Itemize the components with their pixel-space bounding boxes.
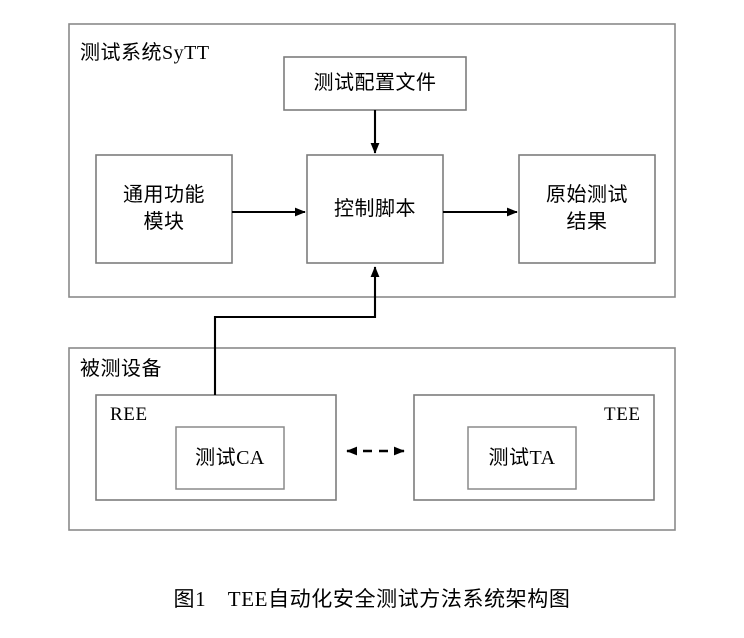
label-ree: REE: [110, 404, 148, 425]
figure-caption: 图1 TEE自动化安全测试方法系统架构图: [173, 587, 571, 611]
container-label-device-under-test: 被测设备: [80, 358, 162, 380]
label-tee: TEE: [604, 404, 641, 425]
node-raw-test-result[interactable]: [518, 154, 656, 264]
container-device-under-test: [68, 347, 676, 531]
container-label-test-system: 测试系统SyTT: [80, 42, 210, 64]
node-test-ta[interactable]: [467, 426, 577, 490]
node-test-config-file[interactable]: [283, 56, 467, 111]
node-general-function-module[interactable]: [95, 154, 233, 264]
connection-ree-to-control: [213, 266, 380, 395]
container-test-system: [68, 23, 676, 298]
node-test-ca[interactable]: [175, 426, 285, 490]
node-control-script[interactable]: [306, 154, 444, 264]
